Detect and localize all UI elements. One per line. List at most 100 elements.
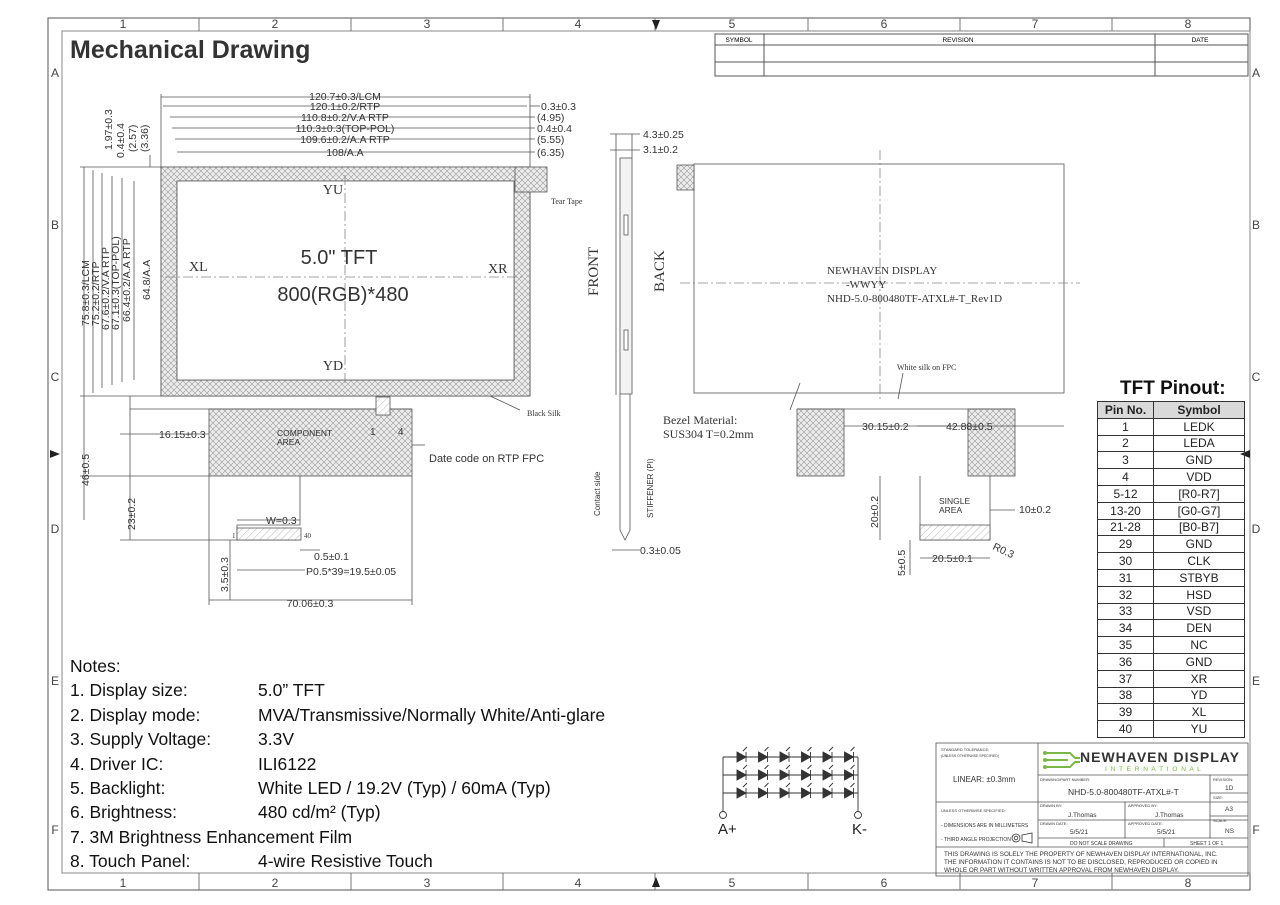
white-silk-label: White silk on FPC [897,363,956,372]
column-marker: 8 [1185,17,1192,31]
drawn-by: J.Thomas [1068,812,1097,819]
led-anode-terminal [719,811,727,819]
column-marker: 7 [1032,17,1039,31]
no-scale-note: DO NOT SCALE DRAWING [1070,841,1133,847]
note-item: 8. Touch Panel:4-wire Resistive Touch [70,849,433,873]
dim-lcm-width: 120.7±0.3/LCM [309,91,381,103]
drawing-number: NHD-5.0-800480TF-ATXL#-T [1068,787,1179,797]
single-area-label-2: AREA [939,505,962,515]
dim-vtop-3: (2.57) [127,125,139,152]
pin-no-header: Pin No. [1097,401,1154,419]
row-marker: E [51,674,59,688]
std-tol-sub: (UNLESS OTHERWISE SPECIFIED) [941,754,999,758]
led-diode [758,769,769,781]
led-anode-label: A+ [718,821,737,838]
note-item: 1. Display size:5.0” TFT [70,678,325,702]
note-label: 3. Supply Voltage: [70,729,212,750]
pin-symbol: VDD [1153,468,1245,486]
row-marker: A [51,66,59,80]
led-emission-arrow [828,764,834,770]
label-yu: YU [323,183,343,198]
company-name: NEWHAVEN DISPLAY [1080,749,1240,765]
dim-42-88: 42.88±0.5 [946,421,993,433]
led-emission-arrow [785,746,791,752]
pin-number: 5-12 [1097,484,1154,503]
unless-label: UNLESS OTHERWISE SPECIFIED: [941,808,1006,813]
led-diode [779,787,790,799]
back-brand: NEWHAVEN DISPLAY [827,265,937,277]
drawn-by-label: DRAWN BY: [1040,803,1062,808]
led-emission-arrow [807,764,812,770]
component-area-label-2: AREA [277,437,300,447]
pin-symbol: HSD [1153,585,1245,604]
note-label: 8. Touch Panel: [70,851,191,872]
fpc-contact-1: 1 [232,532,236,540]
dim-aa-height: 64.8/A.A [141,260,153,300]
fpc-contact-40: 40 [304,532,312,540]
dim-pitch-total: P0.5*39=19.5±0.05 [306,566,396,578]
row-marker: F [51,823,58,837]
pin-number: 21-28 [1097,518,1154,537]
back-date-code: -WWYY [846,279,886,291]
drawn-date-label: DRAWN DATE: [1040,821,1068,826]
size-value: A3 [1225,806,1233,813]
back-part-number: NHD-5.0-800480TF-ATXL#-T_Rev1D [827,293,1002,305]
pin-number: 2 [1097,434,1154,453]
led-emission-arrow [828,782,834,788]
dim-top-pol-width: 110.3±0.3(TOP-POL) [296,123,395,135]
company-logo: NEWHAVEN DISPLAY I N T E R N A T I O N A… [1043,749,1240,773]
drawing-number-label: DRAWING/PART NUMBER: [1040,777,1090,782]
pin-symbol: VSD [1153,602,1245,621]
row-marker: A [1252,66,1260,80]
side-view [610,133,640,551]
pin-number: 30 [1097,552,1154,570]
led-diode [736,787,747,799]
led-emission-arrow [785,764,791,770]
row-marker: D [51,522,60,536]
front-view-labels: 120.7±0.3/LCM 120.1±0.2/RTP 110.8±0.2/V.… [80,91,583,610]
column-marker: 1 [120,876,127,890]
note-item: 5. Backlight:White LED / 19.2V (Typ) / 6… [70,776,551,800]
pinout-row: 21-28[B0-B7] [1097,518,1245,537]
led-diode [822,787,833,799]
pin-symbol: STBYB [1153,568,1245,587]
note-value: White LED / 19.2V (Typ) / 60mA (Typ) [258,777,551,798]
column-marker: 7 [1032,876,1039,890]
note-value: 3.3V [258,729,294,750]
revision-value: 1D [1225,785,1234,792]
page-title: Mechanical Drawing [70,36,311,64]
note-label: 4. Driver IC: [70,753,164,774]
component-area-label: COMPONENT [277,428,332,438]
disclaimer-line-2: THE INFORMATION IT CONTAINS IS NOT TO BE… [944,859,1218,866]
fpc-pin-4: 4 [398,427,404,438]
pin-symbol: XR [1153,669,1245,688]
dim-3-5: 3.5±0.3 [219,557,231,592]
dim-aa-rtp-height: 66.4±0.2/A.A RTP [121,238,133,322]
pin-symbol: YU [1153,720,1245,738]
third-angle-label: - THIRD ANGLE PROJECTION [941,837,1011,843]
dim-top-pol-height: 67.1±0.3(TOP-POL) [110,236,122,330]
led-diode [844,787,855,799]
approved-by: J.Thomas [1155,812,1184,819]
column-marker: 5 [729,876,736,890]
pin-symbol: YD [1153,686,1245,705]
note-item: 2. Display mode:MVA/Transmissive/Normall… [70,703,605,727]
note-item: 4. Driver IC:ILI6122 [70,752,316,776]
led-diode [822,751,833,763]
dim-20-5: 20.5±0.1 [932,553,973,565]
pin-symbol: XL [1153,703,1245,722]
row-marker: E [1252,674,1260,688]
back-view [676,150,1080,575]
led-emission-arrow [785,782,791,788]
dim-right-5: (6.35) [537,147,564,159]
column-marker: 4 [575,17,582,31]
dim-rtp-width: 120.1±0.2/RTP [310,101,380,113]
back-view-labels: BACK NEWHAVEN DISPLAY -WWYY NHD-5.0-8004… [652,250,1051,576]
